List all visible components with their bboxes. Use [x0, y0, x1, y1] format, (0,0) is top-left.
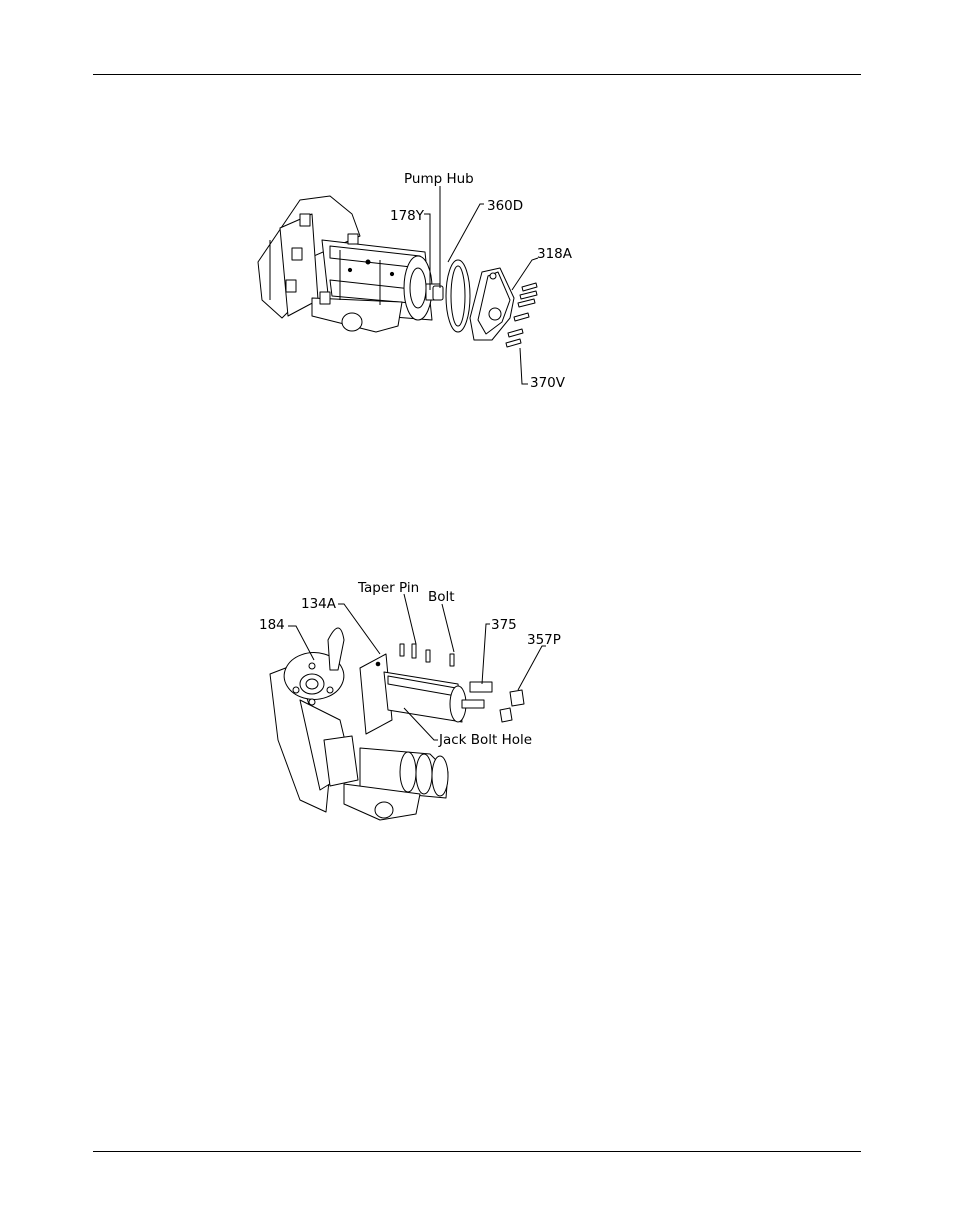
label-357p: 357P	[527, 632, 561, 648]
lifting-lug	[328, 628, 344, 670]
label-375: 375	[491, 617, 517, 633]
label-134a: 134A	[301, 596, 337, 612]
leader-bolt	[442, 604, 454, 652]
leader-357p	[518, 646, 546, 690]
taper-pins	[400, 644, 454, 666]
key-375	[470, 682, 492, 692]
label-184: 184	[259, 617, 285, 633]
label-jack-bolt-hole: Jack Bolt Hole	[438, 732, 532, 748]
leader-134a	[338, 604, 380, 654]
footer-rule	[93, 1151, 861, 1152]
leader-taper-pin	[404, 594, 416, 644]
coupling-357p	[510, 690, 524, 706]
leader-375	[482, 624, 490, 684]
label-taper-pin: Taper Pin	[357, 580, 419, 596]
figure2-drawing: Taper Pin Bolt 134A 184 375 357P Jack Bo…	[0, 0, 954, 860]
shaft-extension	[462, 700, 484, 708]
label-bolt: Bolt	[428, 589, 455, 605]
